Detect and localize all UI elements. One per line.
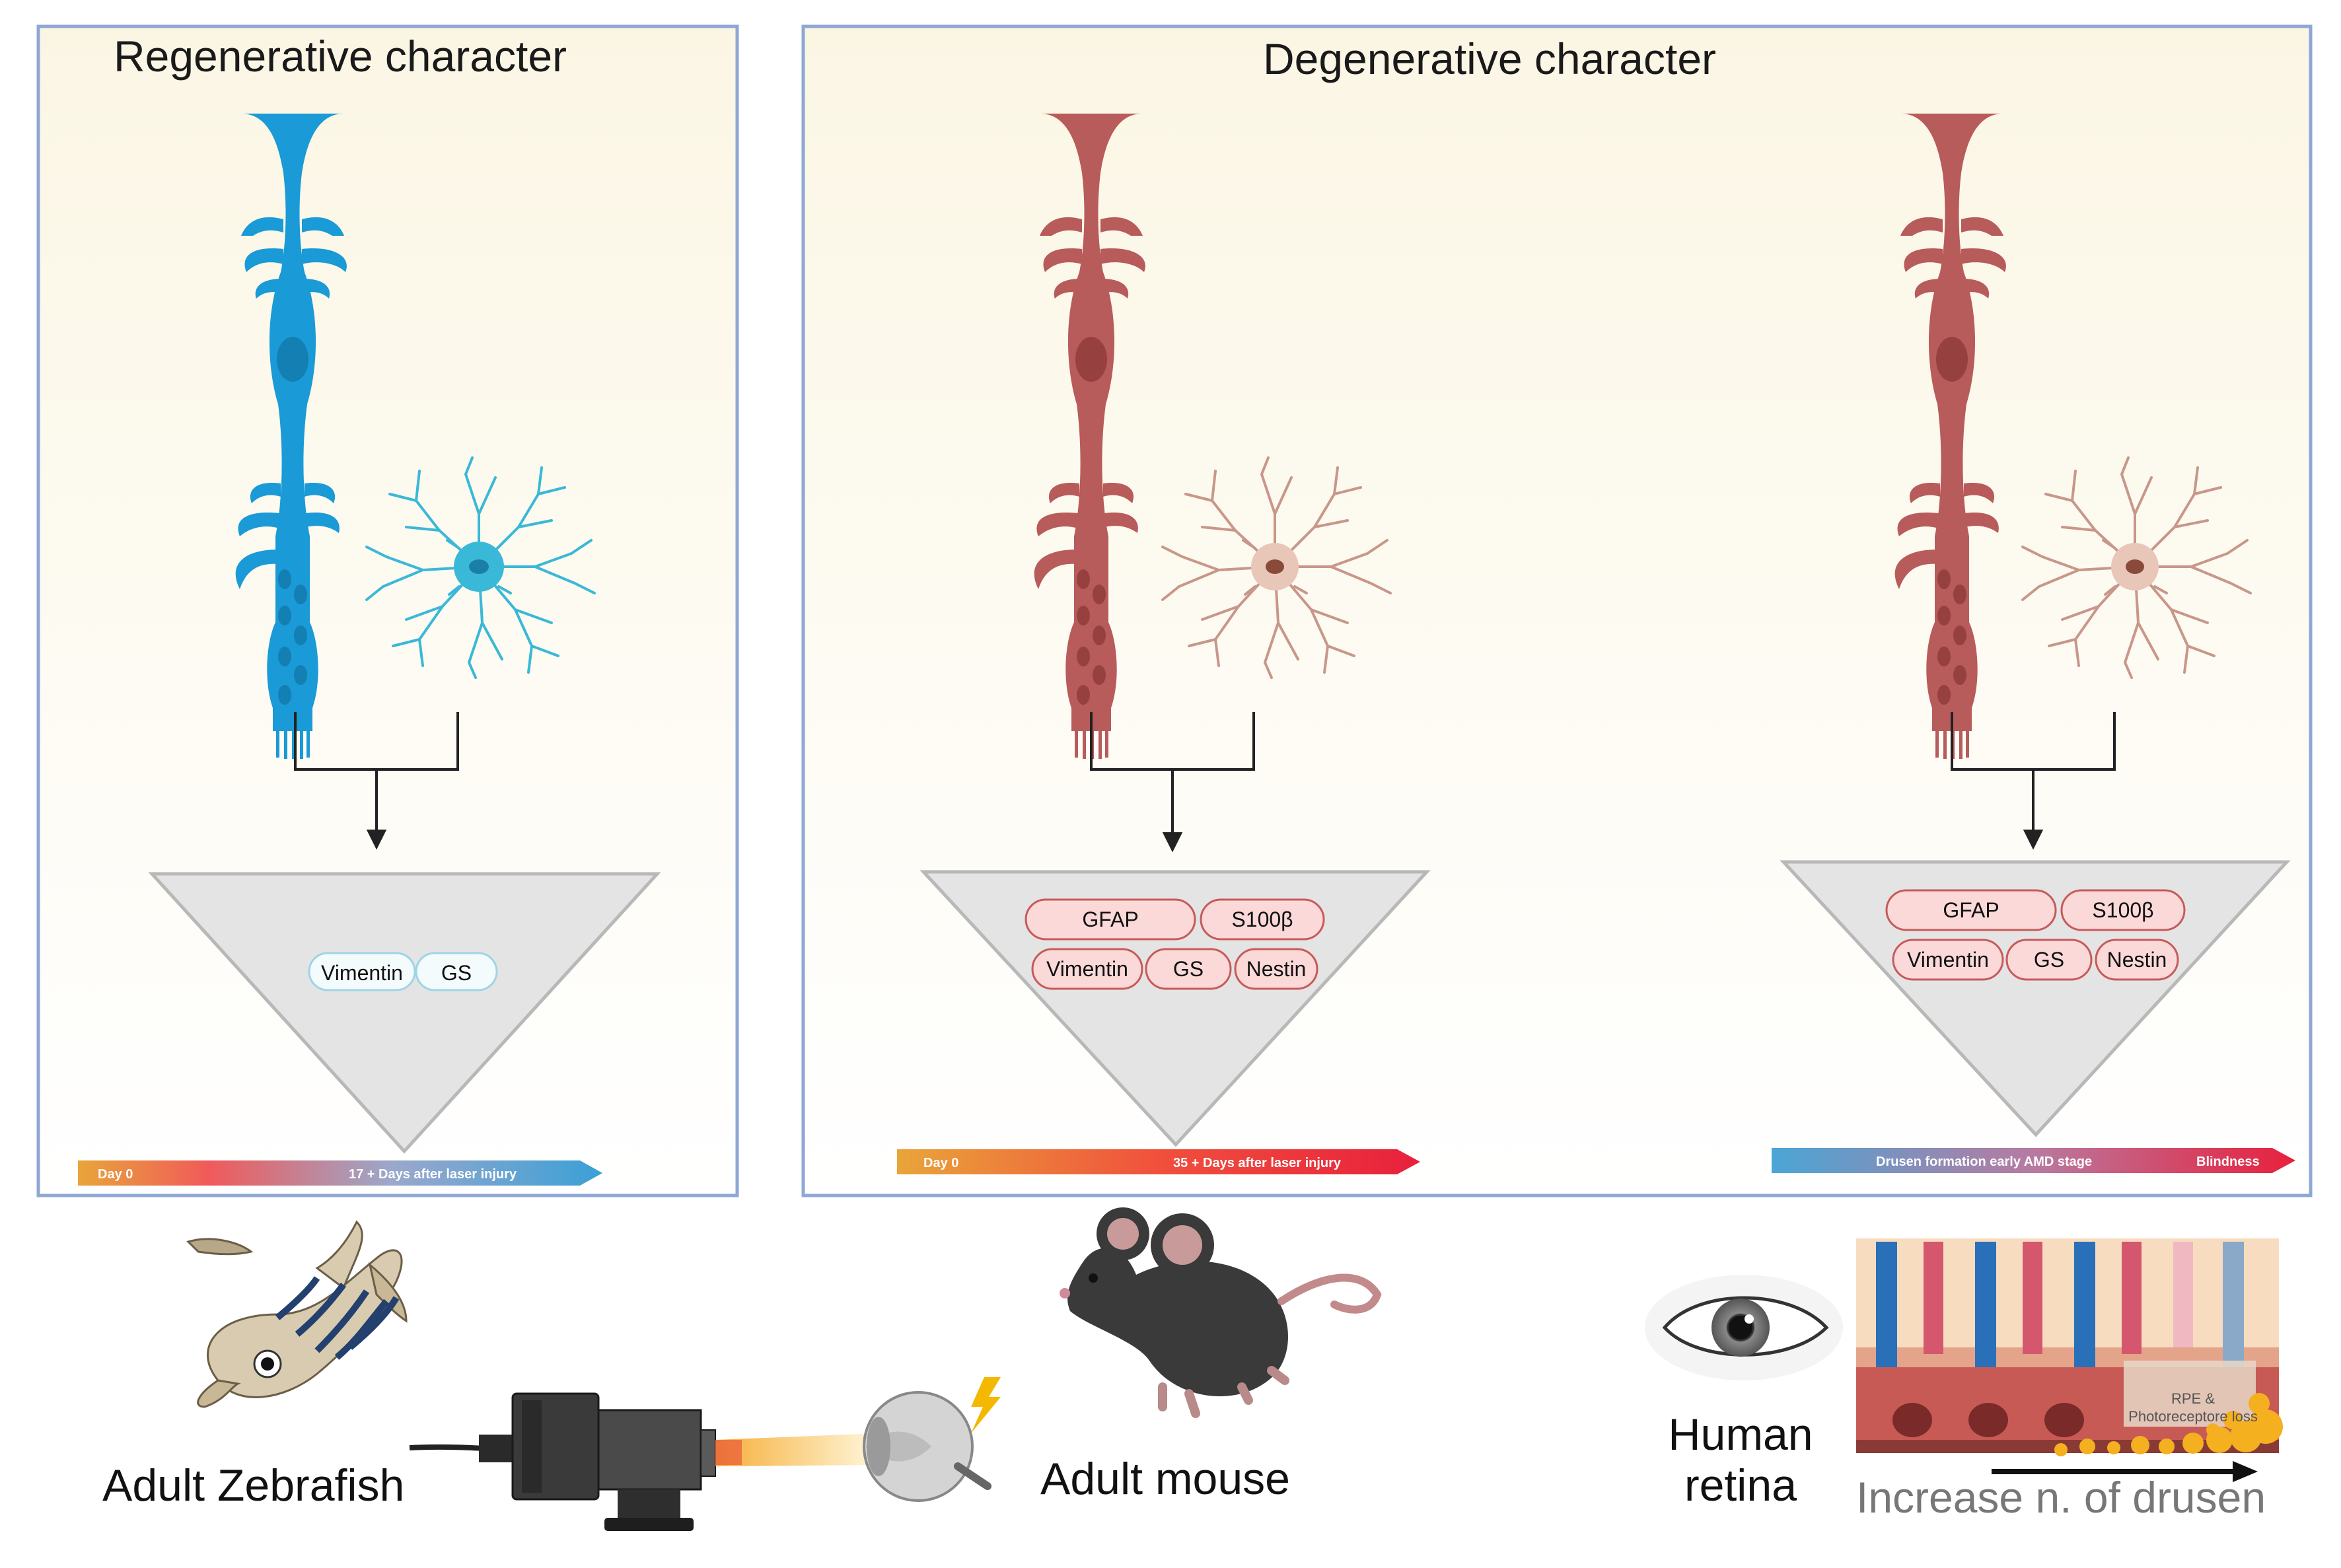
marker-pill: [415, 952, 498, 991]
marker-pill: [308, 952, 416, 991]
mouse-marker-pills: GFAP S100β Vimentin GS Nestin: [1025, 898, 1325, 990]
marker-label: GFAP: [1082, 908, 1138, 931]
arrow-right-icon: [2233, 1461, 2258, 1482]
marker-label: Nestin: [1246, 957, 1307, 981]
rpe-loss-label-line2: Photoreceptore loss: [2128, 1408, 2258, 1425]
zebrafish-glial-cell: [365, 456, 596, 679]
marker-label: Vimentin: [1907, 948, 1989, 972]
human-eye-illustration: [1645, 1275, 1843, 1380]
human-timeline: Drusen formation early AMD stage Blindne…: [1772, 1148, 2295, 1173]
timeline-end: 17 + Days after laser injury: [349, 1167, 517, 1182]
mouse-glial-cell: [1161, 456, 1392, 679]
mouse-label: Adult mouse: [1040, 1454, 1290, 1504]
marker-pill: [1031, 948, 1143, 990]
mouse-connector: [1090, 712, 1255, 853]
mouse-illustration: [1060, 1207, 1382, 1418]
laser-device-illustration: [409, 1392, 879, 1531]
timeline-end: 35 + Days after laser injury: [1173, 1156, 1342, 1170]
human-marker-pills: GFAP S100β Vimentin GS Nestin: [1885, 889, 2186, 981]
marker-label: Nestin: [2107, 948, 2167, 972]
rpe-loss-label-line1: RPE &: [2171, 1390, 2215, 1407]
marker-label: Vimentin: [1046, 957, 1128, 981]
marker-pill: [1885, 889, 2057, 931]
regenerative-marker-pills: Vimentin GS: [308, 952, 498, 991]
retina-inset-illustration: [1856, 1238, 2283, 1482]
human-label-line2: retina: [1684, 1460, 1797, 1511]
marker-label: GS: [1173, 957, 1204, 981]
marker-pill: [1025, 898, 1196, 941]
marker-label: S100β: [1231, 908, 1293, 931]
timeline-end: Blindness: [2196, 1155, 2260, 1169]
marker-label: GFAP: [1943, 898, 1999, 922]
zebrafish-label: Adult Zebrafish: [102, 1460, 404, 1511]
drusen-increase-label: Increase n. of drusen: [1856, 1473, 2266, 1522]
timeline-start: Drusen formation early AMD stage: [1876, 1155, 2092, 1169]
regenerative-marker-funnel: [148, 872, 661, 1154]
mouse-timeline: Day 0 35 + Days after laser injury: [897, 1149, 1420, 1174]
marker-pill: [1145, 948, 1232, 990]
marker-label: GS: [2034, 948, 2064, 972]
marker-label: Vimentin: [321, 961, 403, 985]
regenerative-connector: [294, 712, 459, 850]
timeline-start: Day 0: [98, 1167, 133, 1182]
marker-pill: [1200, 898, 1325, 941]
marker-pill: [2095, 939, 2179, 981]
marker-label: GS: [441, 961, 472, 985]
marker-pill: [2060, 889, 2186, 931]
marker-label: S100β: [2092, 898, 2153, 922]
regenerative-title: Regenerative character: [114, 32, 567, 81]
regenerative-timeline: Day 0 17 + Days after laser injury: [78, 1160, 602, 1186]
eyeball-illustration: [863, 1377, 1001, 1502]
timeline-start: Day 0: [923, 1156, 958, 1170]
mouse-nose-icon: [1060, 1288, 1070, 1299]
human-connector: [1951, 712, 2116, 850]
zebrafish-illustration: [186, 1220, 408, 1408]
marker-pill: [1234, 948, 1318, 990]
marker-pill: [2005, 939, 2093, 981]
marker-pill: [1892, 939, 2004, 981]
human-label-line1: Human: [1668, 1409, 1813, 1460]
degenerative-title: Degenerative character: [1263, 34, 1716, 83]
laser-bolt-icon: [971, 1377, 1001, 1433]
human-glial-cell: [2021, 456, 2252, 679]
